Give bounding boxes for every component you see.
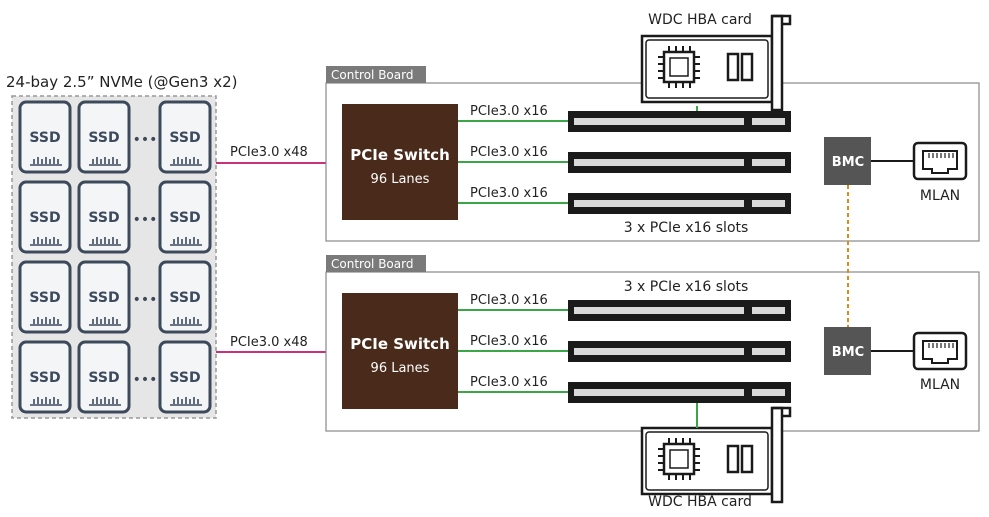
link-label: PCIe3.0 x16 xyxy=(470,186,548,201)
pcie-slot xyxy=(568,341,791,362)
ssd-drive: SSD xyxy=(77,100,131,174)
ssd-drive: SSD xyxy=(18,260,72,334)
ssd-label: SSD xyxy=(169,290,200,306)
ssd-label: SSD xyxy=(29,370,60,386)
link-label: PCIe3.0 x16 xyxy=(470,104,548,119)
link-label: PCIe3.0 x16 xyxy=(470,334,548,349)
rj45-port-icon xyxy=(912,331,968,371)
ssd-label: SSD xyxy=(88,210,119,226)
hba-card-icon xyxy=(640,14,792,112)
pcie-switch-title: PCIe Switch xyxy=(350,335,450,353)
ssd-drive: SSD xyxy=(158,340,212,414)
pcie-slot xyxy=(568,111,791,132)
enclosure-title: 24-bay 2.5” NVMe (@Gen3 x2) xyxy=(6,73,237,91)
ssd-label: SSD xyxy=(29,290,60,306)
slots-label: 3 x PCIe x16 slots xyxy=(624,279,749,295)
link-label: PCIe3.0 x16 xyxy=(470,375,548,390)
bmc-label: BMC xyxy=(832,155,864,170)
ssd-drive: SSD xyxy=(158,180,212,254)
ssd-drive: SSD xyxy=(77,260,131,334)
hba-card-bottom: WDC HBA card xyxy=(640,403,792,510)
ssd-drive: SSD xyxy=(77,340,131,414)
hba-label: WDC HBA card xyxy=(648,494,752,510)
pcie-slot xyxy=(568,300,791,321)
pcie-switch-lanes: 96 Lanes xyxy=(371,361,430,376)
board-label: Control Board xyxy=(331,257,413,271)
control-board-2: Control Board PCIe Switch 96 Lanes PCIe3… xyxy=(325,255,980,432)
mlan-label: MLAN xyxy=(920,188,960,204)
ssd-drive: SSD xyxy=(77,180,131,254)
ssd-drive: SSD xyxy=(18,340,72,414)
ssd-label: SSD xyxy=(88,130,119,146)
ssd-ellipsis: ••• xyxy=(133,212,158,228)
ssd-label: SSD xyxy=(169,370,200,386)
uplink-label-top: PCIe3.0 x48 xyxy=(230,145,308,160)
ssd-grid: SSD SSD ••• SSD SSD SSD ••• SSD SSD SSD … xyxy=(18,100,212,414)
bmc-chip xyxy=(824,137,871,185)
ssd-drive: SSD xyxy=(18,180,72,254)
ssd-label: SSD xyxy=(29,210,60,226)
ssd-drive: SSD xyxy=(18,100,72,174)
uplink-label-bottom: PCIe3.0 x48 xyxy=(230,335,308,350)
pcie-switch xyxy=(342,104,458,220)
bmc-label: BMC xyxy=(832,345,864,360)
link-label: PCIe3.0 x16 xyxy=(470,293,548,308)
ssd-label: SSD xyxy=(169,130,200,146)
pcie-slot xyxy=(568,152,791,173)
ssd-label: SSD xyxy=(88,370,119,386)
ssd-drive: SSD xyxy=(158,260,212,334)
pcie-switch-title: PCIe Switch xyxy=(350,146,450,164)
pcie-switch-lanes: 96 Lanes xyxy=(371,172,430,187)
hba-card-top: WDC HBA card xyxy=(640,12,792,112)
pcie-slot xyxy=(568,193,791,214)
board-label-bg xyxy=(326,66,426,83)
ssd-label: SSD xyxy=(88,290,119,306)
board-label: Control Board xyxy=(331,68,413,82)
ssd-ellipsis: ••• xyxy=(133,132,158,148)
board-label-bg xyxy=(326,255,426,272)
ssd-ellipsis: ••• xyxy=(133,372,158,388)
pcie-switch xyxy=(342,293,458,409)
control-board-1: Control Board PCIe Switch 96 Lanes PCIe3… xyxy=(325,66,980,242)
mlan-label: MLAN xyxy=(920,377,960,393)
ssd-label: SSD xyxy=(29,130,60,146)
rj45-port-icon xyxy=(912,141,968,181)
pcie-slot xyxy=(568,382,791,403)
ssd-drive: SSD xyxy=(158,100,212,174)
ssd-ellipsis: ••• xyxy=(133,292,158,308)
ssd-label: SSD xyxy=(169,210,200,226)
slots-label: 3 x PCIe x16 slots xyxy=(624,220,749,236)
bmc-chip xyxy=(824,327,871,375)
hba-label: WDC HBA card xyxy=(648,12,752,28)
link-label: PCIe3.0 x16 xyxy=(470,145,548,160)
